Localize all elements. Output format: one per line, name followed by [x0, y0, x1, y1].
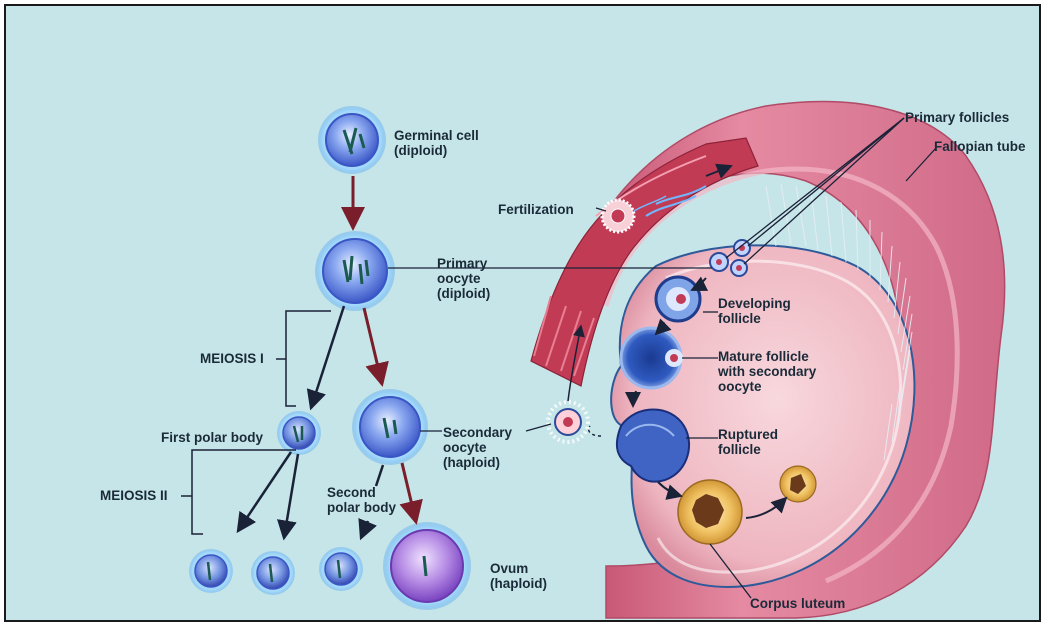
- ovum-label: Ovum (haploid): [490, 561, 547, 591]
- ruptured-follicle-label: Ruptured follicle: [718, 427, 778, 457]
- mature-follicle: [621, 328, 683, 388]
- secondary-oocyte-cell: [352, 389, 428, 465]
- primary-oocyte-label: Primary oocyte (diploid): [437, 256, 490, 301]
- label-line: Ovum: [490, 561, 547, 576]
- label-line: follicle: [718, 442, 778, 457]
- developing-follicle-label: Developing follicle: [718, 296, 791, 326]
- label-line: oocyte: [718, 379, 816, 394]
- meiosis-1-label: MEIOSIS I: [200, 351, 264, 366]
- label-line: polar body: [327, 500, 396, 515]
- label-line: (diploid): [394, 143, 479, 158]
- polar-body-cell: [251, 551, 295, 595]
- meiosis-2-label: MEIOSIS II: [100, 488, 168, 503]
- label-line: (diploid): [437, 286, 490, 301]
- oogenesis-diagram: [6, 6, 1041, 622]
- first-polar-body-label: First polar body: [161, 430, 263, 445]
- germinal-cell: [318, 106, 386, 174]
- fertilization-label: Fertilization: [498, 202, 574, 217]
- polar-body-cell: [319, 547, 363, 591]
- label-line: (haploid): [490, 576, 547, 591]
- label-line: Second: [327, 485, 396, 500]
- label-line: Germinal cell: [394, 128, 479, 143]
- label-line: Primary: [437, 256, 490, 271]
- meiosis-1-bracket: [276, 311, 331, 406]
- developing-follicle: [656, 277, 700, 321]
- fallopian-tube-label: Fallopian tube: [934, 139, 1026, 154]
- primary-follicles-label: Primary follicles: [905, 110, 1009, 125]
- mature-follicle-label: Mature follicle with secondary oocyte: [718, 349, 816, 394]
- germinal-cell-label: Germinal cell (diploid): [394, 128, 479, 158]
- first-polar-body-cell: [277, 411, 321, 455]
- label-line: Ruptured: [718, 427, 778, 442]
- meiosis-2-bracket: [181, 450, 296, 534]
- label-line: Mature follicle: [718, 349, 816, 364]
- corpus-luteum-label: Corpus luteum: [750, 596, 845, 611]
- primary-oocyte-cell: [315, 231, 395, 311]
- label-line: (haploid): [443, 455, 512, 470]
- diagram-frame: Germinal cell (diploid) Primary oocyte (…: [4, 4, 1041, 622]
- label-line: oocyte: [437, 271, 490, 286]
- maroon-arrows: [353, 176, 416, 522]
- ovum-cell: [383, 522, 471, 610]
- label-line: Secondary: [443, 425, 512, 440]
- second-polar-body-label: Second polar body: [327, 485, 396, 515]
- label-line: follicle: [718, 311, 791, 326]
- secondary-oocyte-label: Secondary oocyte (haploid): [443, 425, 512, 470]
- ruptured-follicle: [617, 410, 689, 482]
- label-line: Developing: [718, 296, 791, 311]
- label-line: with secondary: [718, 364, 816, 379]
- label-line: oocyte: [443, 440, 512, 455]
- polar-body-cell: [189, 549, 233, 593]
